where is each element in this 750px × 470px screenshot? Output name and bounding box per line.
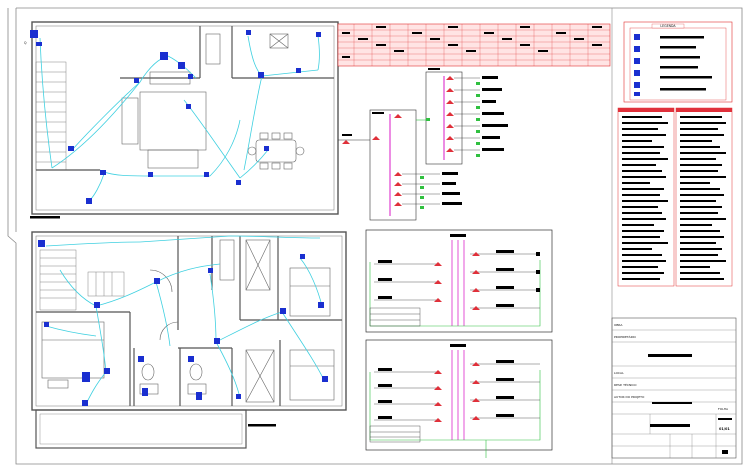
title-block-label-local: LOCAL <box>614 371 624 375</box>
upper-devices <box>30 30 321 204</box>
title-block: OBRA PROPRIETÁRIO LOCAL RESP. TÉCNICO AU… <box>611 317 737 459</box>
title-block-sheet-fraction: 01/01 <box>719 427 730 431</box>
title-block-label-folha: FOLHA <box>718 407 729 411</box>
lower-floor-plan <box>31 231 347 449</box>
upper-conduits <box>39 35 320 201</box>
detail-diagram-2 <box>365 339 553 458</box>
lower-stair <box>39 249 125 311</box>
lower-conduits <box>45 235 325 405</box>
load-table <box>337 23 611 67</box>
title-block-label-obra: OBRA <box>614 323 623 327</box>
upper-furniture <box>121 33 305 170</box>
lower-devices <box>38 240 328 406</box>
title-block-label-autor: AUTOR DO PROJETO <box>614 395 645 399</box>
lower-furniture <box>41 239 335 403</box>
upper-walls <box>36 26 334 171</box>
panel-diagram <box>338 68 508 221</box>
title-block-label-resp-tecnico: RESP. TÉCNICO <box>614 382 637 387</box>
lower-walls <box>36 236 342 406</box>
legend-box: LEGENDA <box>623 21 733 103</box>
svg-text:Q: Q <box>24 41 27 45</box>
notes-left <box>617 107 675 287</box>
legend-title: LEGENDA <box>660 24 676 28</box>
title-block-label-proprietario: PROPRIETÁRIO <box>614 334 637 339</box>
notes-right <box>675 107 733 287</box>
detail-diagram-1 <box>365 229 553 333</box>
upper-floor-plan: Q <box>24 21 339 219</box>
upper-stair <box>35 61 67 171</box>
